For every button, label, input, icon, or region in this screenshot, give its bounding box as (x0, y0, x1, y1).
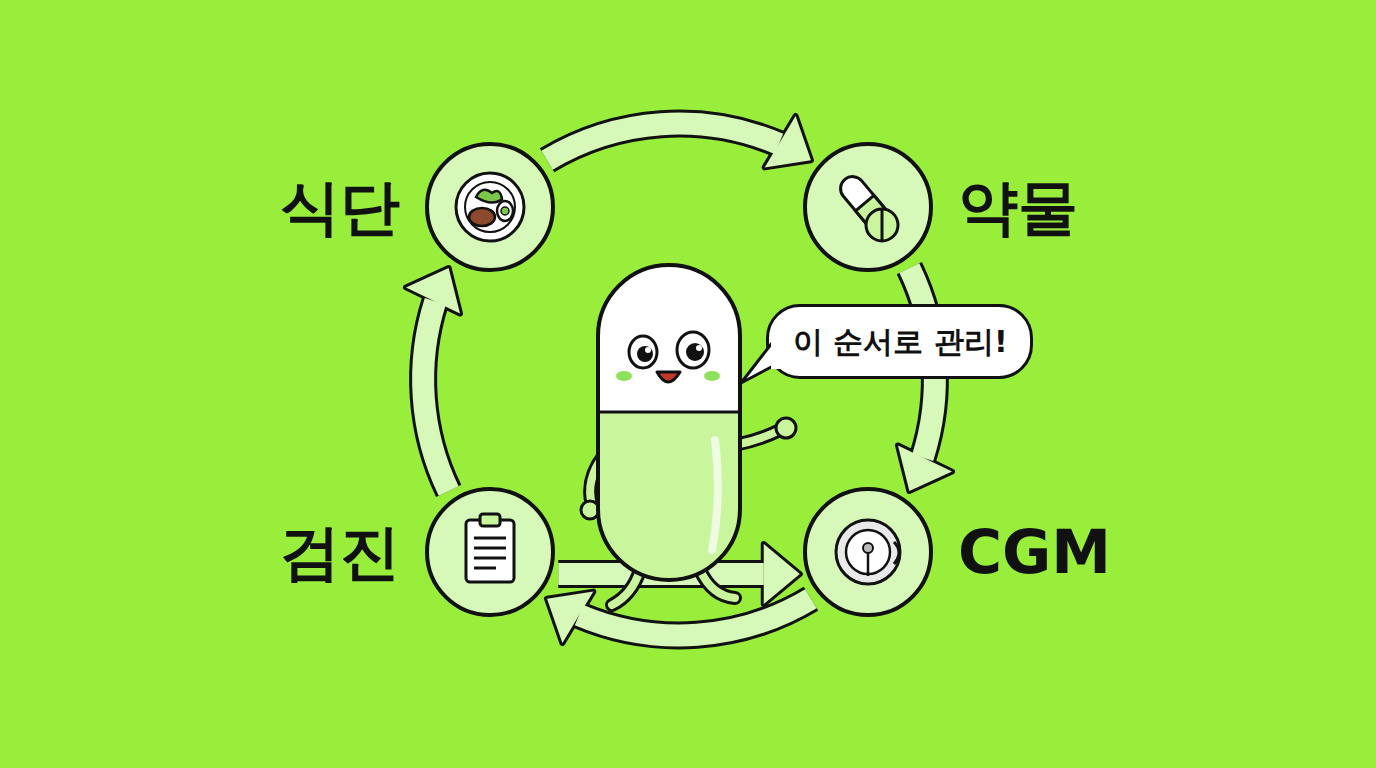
step-icon (424, 486, 556, 618)
bubble-text: 이 순서로 관리! (793, 322, 1008, 363)
bubble-tail (739, 339, 783, 389)
step-circle: 약물 (802, 141, 934, 273)
step-icon (424, 141, 556, 273)
step-label: 검진 (280, 522, 400, 582)
speech-bubble: 이 순서로 관리! (766, 304, 1033, 379)
step-circle: 식단 (424, 141, 556, 273)
step-icon (802, 141, 934, 273)
flow-arrow (406, 268, 460, 491)
step-label: 식단 (280, 177, 400, 237)
step-circle: 검진 (424, 486, 556, 618)
step-icon (802, 486, 934, 618)
step-circle: CGM (802, 486, 934, 618)
step-label: 약물 (958, 177, 1078, 237)
step-label: CGM (958, 522, 1111, 582)
flow-arrow (898, 268, 952, 491)
flow-arrow (547, 116, 811, 167)
